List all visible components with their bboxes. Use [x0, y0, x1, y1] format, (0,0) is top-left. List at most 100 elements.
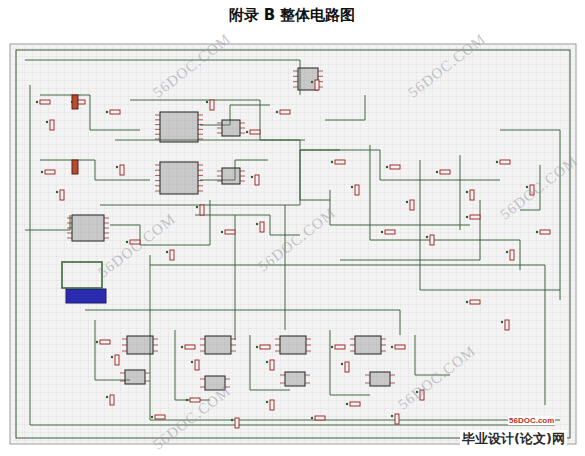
passive-component	[260, 345, 270, 349]
passive-component	[350, 402, 360, 406]
ic-chip	[127, 336, 153, 354]
chip-pin	[350, 351, 355, 352]
junction-dot	[381, 231, 383, 233]
chip-pin	[275, 345, 280, 346]
transformer	[72, 95, 78, 109]
chip-pin	[67, 238, 72, 239]
passive-component	[315, 416, 325, 420]
junction-dot	[56, 191, 58, 193]
passive-component	[385, 230, 395, 234]
junction-dot	[426, 236, 428, 238]
passive-component	[120, 165, 124, 175]
chip-pin	[381, 339, 386, 340]
chip-pin	[280, 375, 285, 376]
wire	[130, 100, 305, 140]
junction-dot	[311, 417, 313, 419]
chip-pin	[104, 218, 109, 219]
junction-dot	[466, 301, 468, 303]
junction-dot	[111, 356, 113, 358]
junction-dot	[391, 346, 393, 348]
junction-dot	[266, 401, 268, 403]
junction-dot	[166, 251, 168, 253]
wire	[100, 150, 340, 205]
junction-dot	[106, 111, 108, 113]
chip-pin	[217, 176, 222, 177]
junction-dot	[196, 206, 198, 208]
chip-pin	[200, 379, 205, 380]
wire	[150, 265, 545, 405]
junction-dot	[386, 166, 388, 168]
passive-component	[110, 395, 114, 405]
ic-chip	[125, 370, 145, 384]
chip-pin	[120, 381, 125, 382]
junction-dot	[331, 161, 333, 163]
border-wire	[16, 50, 570, 438]
chip-pin	[217, 181, 222, 182]
passive-component	[345, 362, 349, 372]
junction-dot	[391, 415, 393, 417]
site-logo: 毕业设计(论文)网	[460, 430, 567, 448]
chip-pin	[155, 115, 160, 116]
chip-pin	[155, 170, 160, 171]
chip-pin	[155, 175, 160, 176]
junction-dot	[221, 231, 223, 233]
passive-component	[395, 345, 405, 349]
ic-chip	[298, 68, 318, 90]
chip-pin	[145, 373, 150, 374]
wire	[285, 205, 286, 330]
passive-component	[235, 418, 239, 428]
ic-chip	[222, 168, 240, 184]
passive-component	[210, 100, 214, 110]
ic-chip	[72, 215, 104, 241]
chip-pin	[293, 81, 298, 82]
chip-pin	[122, 339, 127, 340]
junction-dot	[206, 101, 208, 103]
junction-dot	[351, 186, 353, 188]
wire	[115, 140, 330, 200]
chip-pin	[318, 76, 323, 77]
chip-pin	[155, 191, 160, 192]
wire	[25, 215, 70, 230]
passive-component	[100, 340, 110, 344]
passive-component	[185, 345, 195, 349]
passive-component	[470, 190, 474, 200]
chip-pin	[200, 345, 205, 346]
passive-component	[255, 175, 259, 185]
chip-pin	[198, 170, 203, 171]
passive-component	[470, 300, 480, 304]
chip-pin	[231, 351, 236, 352]
chip-pin	[198, 191, 203, 192]
junction-dot	[311, 81, 313, 83]
chip-pin	[153, 339, 158, 340]
junction-dot	[186, 399, 188, 401]
chip-pin	[365, 383, 370, 384]
chip-pin	[390, 383, 395, 384]
junction-dot	[266, 361, 268, 363]
chip-pin	[122, 351, 127, 352]
lcd-display	[66, 289, 106, 303]
passive-component	[395, 414, 399, 424]
passive-component	[335, 160, 345, 164]
passive-component	[410, 200, 414, 210]
chip-pin	[198, 175, 203, 176]
wire	[30, 85, 555, 425]
chip-pin	[155, 134, 160, 135]
passive-component	[45, 170, 55, 174]
chip-pin	[198, 139, 203, 140]
chip-pin	[153, 345, 158, 346]
passive-component	[225, 230, 235, 234]
chip-pin	[104, 223, 109, 224]
passive-component	[470, 215, 480, 219]
chip-pin	[120, 373, 125, 374]
chip-pin	[275, 339, 280, 340]
passive-component	[510, 250, 514, 260]
chip-pin	[306, 345, 311, 346]
chip-pin	[350, 345, 355, 346]
junction-dot	[181, 346, 183, 348]
chip-pin	[381, 351, 386, 352]
chip-pin	[231, 339, 236, 340]
ic-chip	[280, 336, 306, 354]
junction-dot	[151, 416, 153, 418]
wire	[85, 310, 400, 335]
chip-pin	[145, 381, 150, 382]
